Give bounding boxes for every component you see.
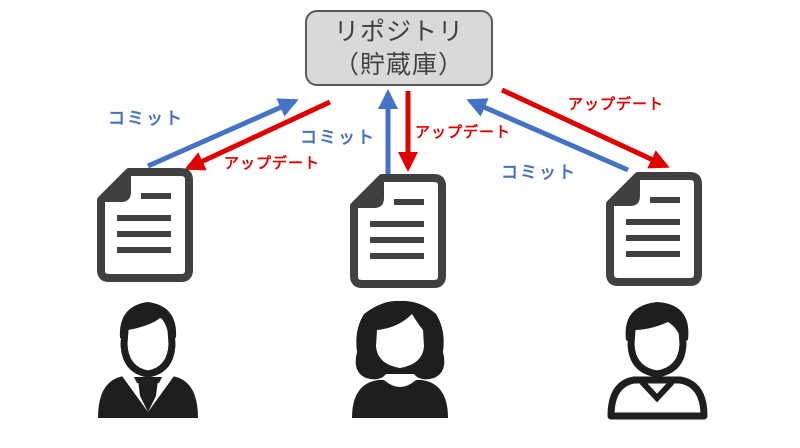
- repository-title: リポジトリ: [333, 17, 464, 46]
- commit-label-user-2: コミット: [300, 128, 376, 148]
- update-label-user-1: アップデート: [224, 154, 321, 172]
- repository-subtitle: （貯蔵庫）: [333, 50, 464, 79]
- document-icon: [354, 178, 442, 284]
- commit-arrow-user-1: [146, 98, 299, 169]
- update-label-user-2: アップデート: [415, 123, 512, 141]
- female-user-icon: [352, 300, 448, 418]
- male-user-icon-with-tie: [98, 302, 198, 418]
- commit-arrow-user-3: [466, 98, 630, 173]
- document-icon: [101, 172, 189, 278]
- flow-arrows: [146, 87, 670, 175]
- commit-label-user-3: コミット: [501, 163, 577, 183]
- commit-label-user-1: コミット: [108, 109, 184, 129]
- update-arrow-user-3: [500, 87, 670, 169]
- document-icon: [610, 176, 698, 282]
- update-label-user-3: アップデート: [568, 95, 665, 113]
- update-arrow-user-1: [184, 99, 332, 171]
- male-user-icon: [607, 302, 708, 420]
- repository-box: リポジトリ （貯蔵庫）: [305, 10, 493, 86]
